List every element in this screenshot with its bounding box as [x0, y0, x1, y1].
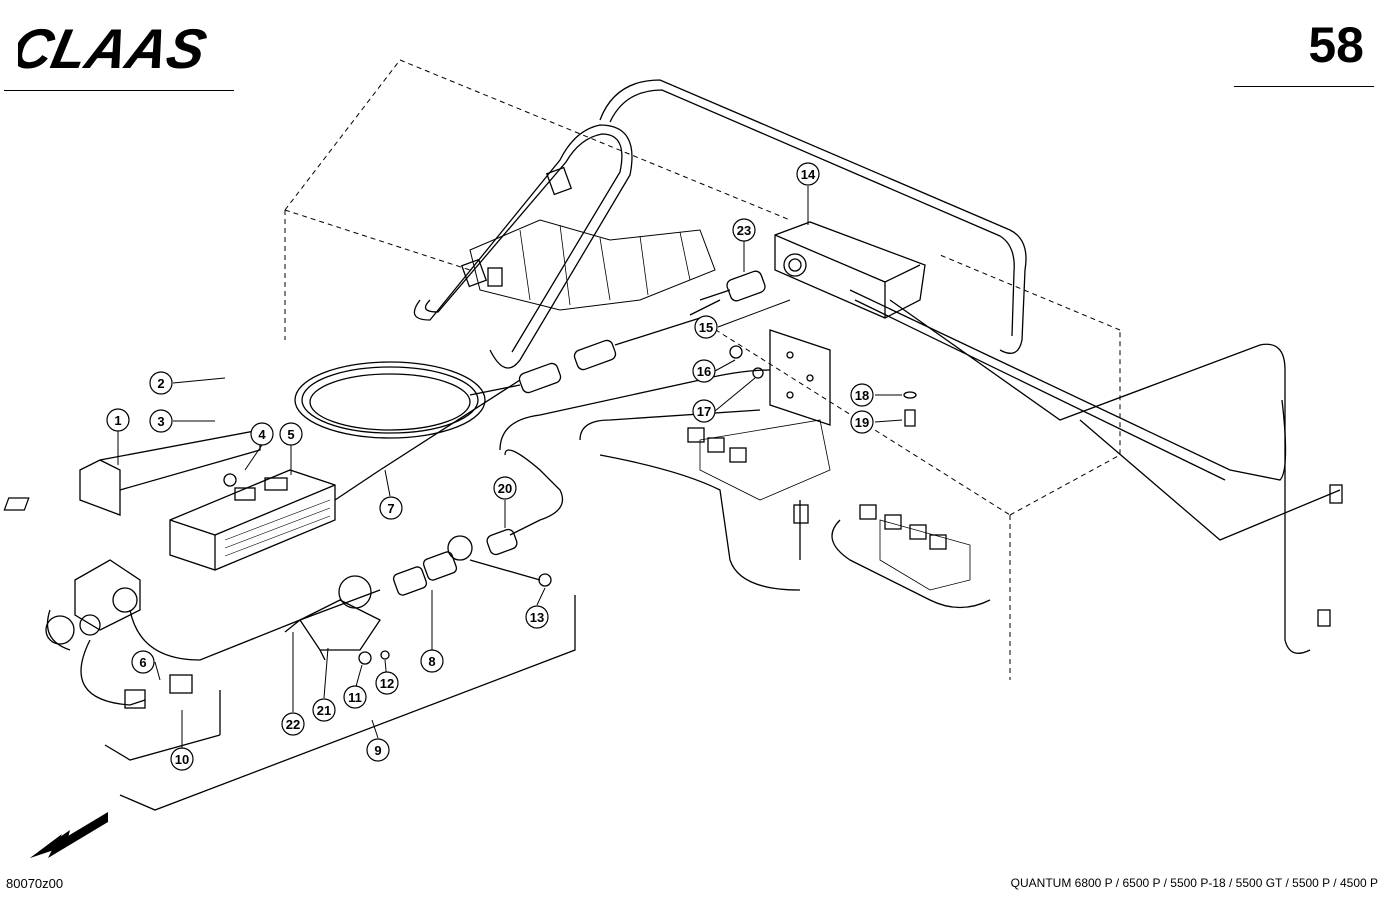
harness-upper-loop: [599, 79, 1027, 354]
drawing-number: 80070z00: [6, 876, 64, 891]
model-line: QUANTUM 6800 P / 6500 P / 5500 P-18 / 55…: [1010, 876, 1378, 890]
callout-19: 19: [850, 410, 874, 434]
callout-18: 18: [850, 383, 874, 407]
group-bracket-10: [104, 690, 221, 761]
header-rule-right: [1234, 86, 1374, 87]
junction-box: [774, 221, 926, 319]
callout-14: 14: [796, 162, 820, 186]
cable-to-panel: [499, 369, 771, 451]
callout-20: 20: [493, 476, 517, 500]
callout-12: 12: [375, 671, 399, 695]
bolt-19: [904, 409, 916, 427]
callout-8: 8: [420, 649, 444, 673]
callout-17: 17: [692, 399, 716, 423]
valve-block: [460, 166, 716, 311]
terminal-right: [1329, 484, 1343, 504]
svg-text:10: 10: [175, 752, 189, 767]
coiled-cable: [294, 361, 521, 439]
callout-15: 15: [694, 315, 718, 339]
svg-text:9: 9: [374, 743, 381, 758]
svg-text:23: 23: [737, 223, 751, 238]
cable-9: [129, 589, 381, 661]
display-unit: [3, 469, 381, 571]
svg-text:14: 14: [801, 167, 816, 182]
svg-text:17: 17: [697, 404, 711, 419]
washer-18: [903, 391, 917, 399]
svg-text:20: 20: [498, 481, 512, 496]
svg-text:18: 18: [855, 388, 869, 403]
svg-text:19: 19: [855, 415, 869, 430]
connector-8: [392, 528, 552, 596]
svg-text:5: 5: [287, 427, 294, 442]
hose-loop-left: [413, 124, 633, 369]
callout-6: 6: [131, 650, 155, 674]
connector-23: [689, 270, 766, 316]
svg-text:8: 8: [428, 654, 435, 669]
clip-10: [169, 674, 193, 694]
terminal-bottom-right: [1317, 609, 1331, 627]
callout-23: 23: [732, 218, 756, 242]
callout-13: 13: [525, 605, 549, 629]
svg-text:22: 22: [286, 717, 300, 732]
group-bracket-9: [119, 595, 576, 811]
callout-10: 10: [170, 747, 194, 771]
svg-text:13: 13: [530, 610, 544, 625]
nut-11: [358, 651, 372, 665]
svg-text:2: 2: [157, 376, 164, 391]
signal-cable: [379, 379, 521, 471]
svg-text:7: 7: [387, 501, 394, 516]
svg-text:6: 6: [139, 655, 146, 670]
svg-text:16: 16: [697, 364, 711, 379]
claas-logo: CLAAS: [6, 18, 238, 80]
cable-lower: [504, 449, 564, 536]
mounting-plate: [769, 329, 831, 426]
svg-text:3: 3: [157, 414, 164, 429]
solenoid-group-center: [579, 409, 831, 591]
svg-text:15: 15: [699, 320, 713, 335]
logo-lettering: CLAAS: [18, 22, 212, 74]
washer-12: [380, 650, 390, 660]
solenoid-group-lower: [831, 504, 991, 609]
svg-text:12: 12: [380, 676, 394, 691]
callout-4: 4: [250, 422, 274, 446]
callout-9: 9: [366, 738, 390, 762]
sensor-assembly: [45, 559, 141, 651]
harness-upper-loop-inner: [609, 89, 1015, 337]
callout-7: 7: [379, 496, 403, 520]
callout-3: 3: [149, 409, 173, 433]
plug-6: [124, 689, 146, 709]
harness-right-long: [889, 299, 1311, 654]
callout-21: 21: [312, 698, 336, 722]
callout-5: 5: [279, 422, 303, 446]
washer-17: [752, 367, 764, 379]
connector-mid: [518, 317, 701, 394]
arrow-down-left-icon: [30, 812, 108, 858]
mounting-bracket: [79, 429, 261, 516]
callout-22: 22: [281, 712, 305, 736]
flange-plate: [299, 575, 381, 661]
bolt-16: [729, 345, 743, 359]
svg-text:11: 11: [348, 690, 362, 705]
callout-2: 2: [149, 371, 173, 395]
svg-text:4: 4: [258, 427, 266, 442]
callout-11: 11: [343, 685, 367, 709]
leader-lines: [117, 186, 903, 748]
header-rule-left: [4, 90, 234, 91]
page-number: 58: [1308, 17, 1364, 73]
callout-1: 1: [106, 408, 130, 432]
svg-text:21: 21: [317, 703, 331, 718]
svg-text:1: 1: [114, 413, 121, 428]
callout-16: 16: [692, 359, 716, 383]
